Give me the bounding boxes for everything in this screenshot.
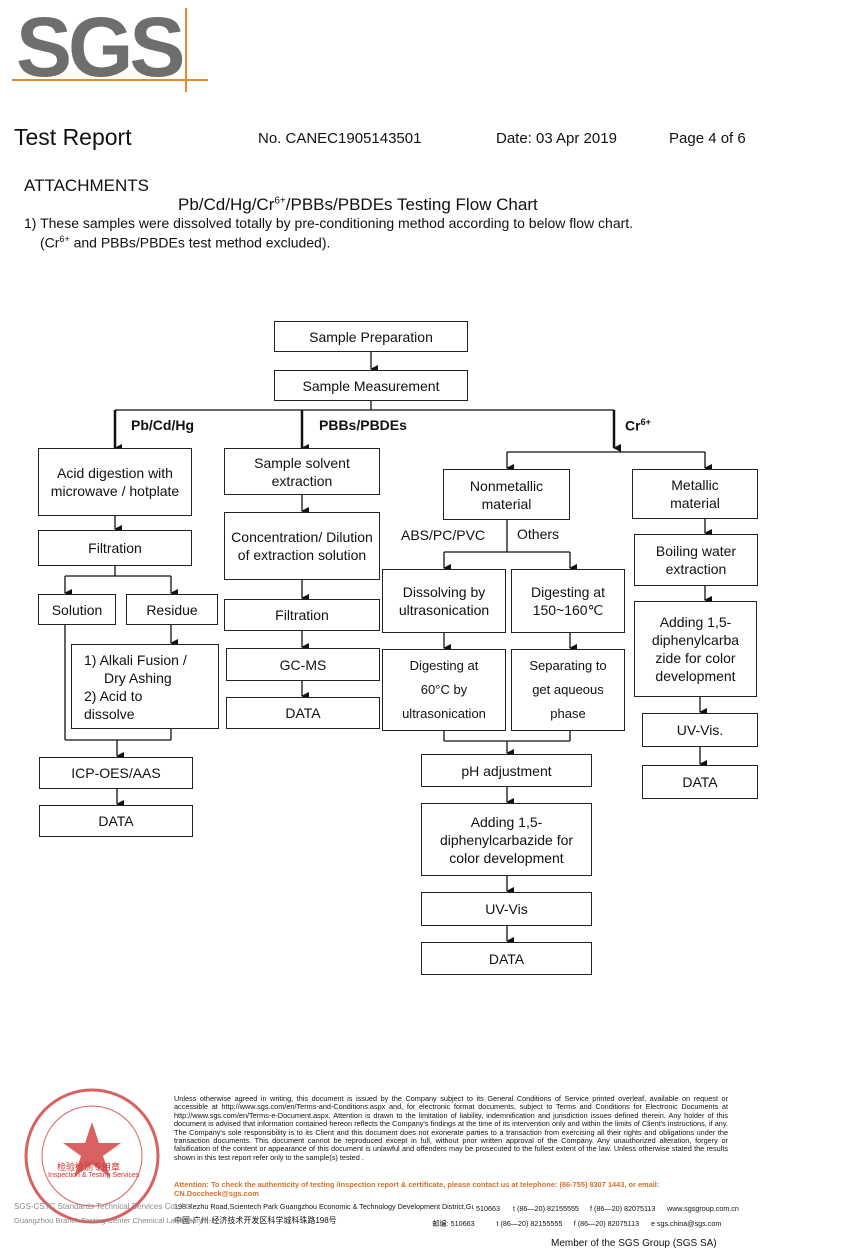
nonmetallic-box: Nonmetallic material	[443, 469, 570, 520]
digesting-60-line-3: ultrasonication	[402, 706, 486, 721]
flow-chart-title: Pb/Cd/Hg/Cr6+/PBBs/PBDEs Testing Flow Ch…	[178, 195, 538, 214]
member-statement: Member of the SGS Group (SGS SA)	[551, 1238, 717, 1249]
residue-box: Residue	[126, 594, 218, 625]
alkali-line-2: Dry Ashing	[104, 669, 172, 686]
alkali-line-4: dissolve	[84, 705, 135, 722]
branch-pbcdhg-label: Pb/Cd/Hg	[131, 417, 194, 433]
alkali-line-3: 2) Acid to	[84, 687, 143, 704]
filtration-box-2: Filtration	[224, 599, 380, 631]
postcode-cn: 邮编: 510663	[432, 1219, 475, 1228]
ph-adjustment-box: pH adjustment	[421, 754, 592, 787]
adding-right-box: Adding 1,5- diphenylcarba zide for color…	[634, 601, 757, 697]
lab-name-line-1: SGS-CSTC Standards Technical Services Co…	[14, 1202, 195, 1211]
report-number: No. CANEC1905143501	[258, 130, 422, 147]
disclaimer-text: Unless otherwise agreed in writing, this…	[174, 1094, 728, 1162]
abs-label: ABS/PC/PVC	[401, 527, 486, 543]
data-box-3: DATA	[421, 942, 592, 975]
note-line-2: (Cr6+ and PBBs/PBDEs test method exclude…	[40, 234, 331, 251]
digesting-60-box: Digesting at 60°C by ultrasonication	[382, 649, 506, 731]
alkali-fusion-box: 1) Alkali Fusion / Dry Ashing 2) Acid to…	[71, 644, 219, 729]
postcode-en: 510663	[476, 1204, 500, 1213]
digesting-60-line-1: Digesting at	[409, 658, 479, 673]
tel-cn: t (86—20) 82155555	[496, 1219, 563, 1228]
filtration-box-1: Filtration	[38, 530, 192, 566]
separating-line-1: Separating to	[529, 658, 607, 673]
data-box-1: DATA	[39, 805, 193, 837]
svg-text:SGS: SGS	[16, 0, 182, 94]
uvvis-right-box: UV-Vis.	[642, 713, 758, 747]
data-box-2: DATA	[226, 697, 380, 729]
others-label: Others	[517, 526, 560, 542]
digesting-60-line-2: 60°C by	[420, 682, 468, 697]
note-line-1: 1) These samples were dissolved totally …	[24, 215, 634, 231]
email: e sgs.china@sgs.com	[650, 1219, 722, 1228]
seal-chinese-text: 检验检测专用章	[57, 1162, 121, 1172]
solution-box: Solution	[38, 594, 116, 625]
attachments-heading: ATTACHMENTS	[24, 176, 149, 195]
adding-center-box: Adding 1,5- diphenylcarbazide for color …	[421, 803, 592, 876]
concentration-box: Concentration/ Dilution of extraction so…	[224, 512, 380, 580]
page-number: Page 4 of 6	[669, 130, 746, 147]
separating-line-3: phase	[550, 706, 586, 721]
metallic-box: Metallic material	[632, 469, 758, 519]
uvvis-center-box: UV-Vis	[421, 892, 592, 926]
sample-measurement-box: Sample Measurement	[274, 370, 468, 401]
report-date: Date: 03 Apr 2019	[496, 130, 617, 147]
footer-address-row-en: 198 Kezhu Road,Scientech Park Guangzhou …	[174, 1202, 739, 1213]
alkali-line-1: 1) Alkali Fusion /	[84, 651, 187, 668]
authenticity-attention: Attention: To check the authenticity of …	[174, 1180, 660, 1198]
data-box-4: DATA	[642, 765, 758, 799]
icp-box: ICP-OES/AAS	[39, 757, 193, 789]
sgs-logo: SGS	[12, 0, 208, 94]
lab-name-line-2: Guangzhou Branch Testing Center Chemical…	[14, 1216, 205, 1225]
fax-en: f (86—20) 82075113	[590, 1204, 656, 1213]
sample-preparation-box: Sample Preparation	[274, 321, 468, 352]
report-title: Test Report	[14, 124, 132, 150]
address-cn: 中国·广州·经济技术开发区科学城科珠路198号	[174, 1216, 337, 1225]
company-seal	[24, 1088, 160, 1224]
boiling-water-box: Boiling water extraction	[634, 534, 758, 586]
footer-address-row-cn: 中国·广州·经济技术开发区科学城科珠路198号 邮编: 510663 t (86…	[174, 1215, 734, 1229]
gcms-box: GC-MS	[226, 648, 380, 681]
dissolving-box: Dissolving by ultrasonication	[382, 569, 506, 633]
address-en: 198 Kezhu Road,Scientech Park Guangzhou …	[174, 1202, 474, 1211]
acid-digestion-box: Acid digestion with microwave / hotplate	[38, 448, 192, 516]
separating-line-2: get aqueous	[532, 682, 604, 697]
branch-cr-label: Cr6+	[625, 417, 651, 434]
solvent-extraction-box: Sample solvent extraction	[224, 448, 380, 495]
tel-en: t (86—20) 82155555	[513, 1204, 579, 1213]
website: www.sgsgroup.com.cn	[667, 1204, 739, 1213]
seal-english-text: Inspection & Testing Services	[48, 1172, 140, 1179]
separating-box: Separating to get aqueous phase	[511, 649, 625, 731]
branch-pbbs-label: PBBs/PBDEs	[319, 417, 407, 433]
digesting-150-box: Digesting at 150~160℃	[511, 569, 625, 633]
fax-cn: f (86—20) 82075113	[573, 1219, 640, 1228]
